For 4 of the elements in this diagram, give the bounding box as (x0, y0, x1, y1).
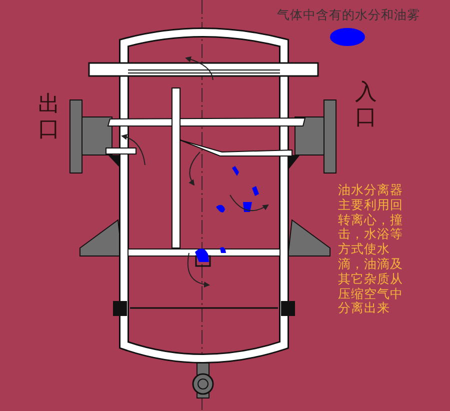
description-text: 油水分离器主要利用回转离心，撞击，水浴等方式使水滴，油滴及其它杂质从压缩空气中分离出来 (338, 183, 403, 316)
inlet-label: 入口 (355, 80, 377, 131)
legend-text: 气体中含有的水分和油雾 (277, 7, 420, 24)
outlet-label: 出口 (38, 92, 60, 143)
